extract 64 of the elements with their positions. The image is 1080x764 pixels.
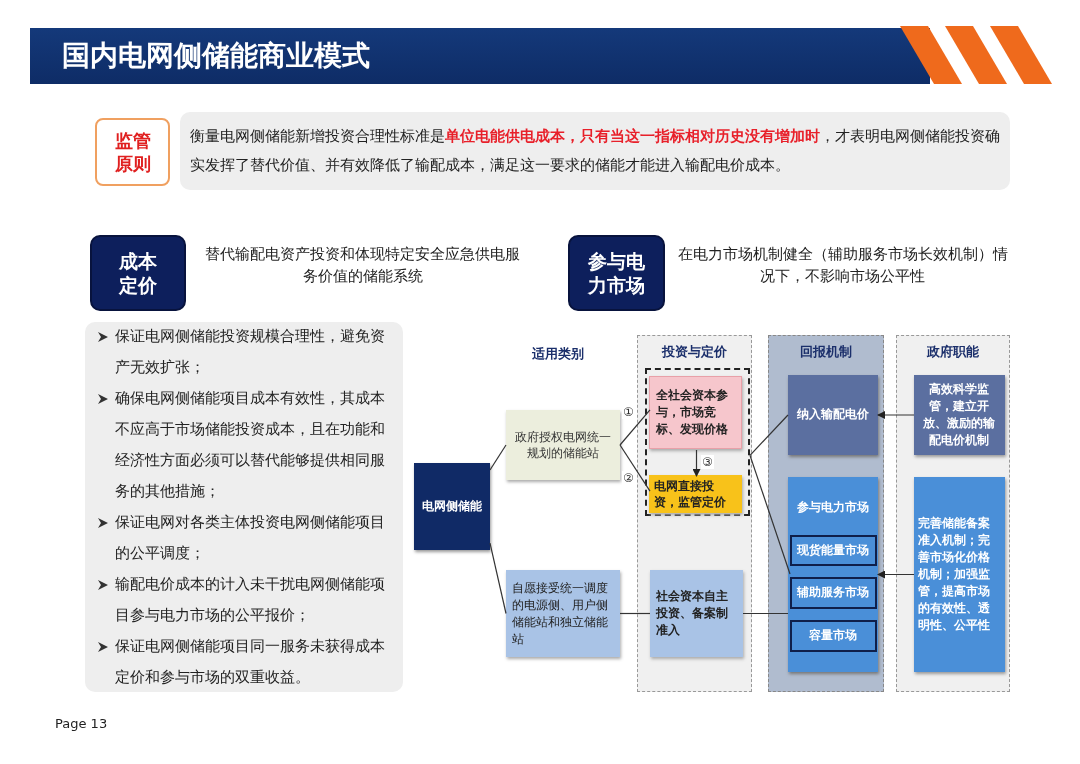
node-text: 完善储能备案准入机制；完善市场化价格机制；加强监管，提高市场的有效性、透明性、公平性 <box>917 514 991 634</box>
node-text: 自愿接受统一调度的电源侧、用户侧储能站和独立储能站 <box>512 579 609 648</box>
edge-label: ① <box>622 405 635 419</box>
node-text: 高效科学监管，建立开放、激励的输配电价机制 <box>922 380 996 449</box>
description-text: 在电力市场机制健全（辅助服务市场长效机制）情况下，不影响市场公平性 <box>676 244 1009 287</box>
process-box <box>414 463 490 550</box>
principle-text: 衡量电网侧储能新增投资合理性标准是单位电能供电成本，只有当这一指标相对历史没有增加时，才表明电网侧储能投资确实发挥了替代价值、并有效降低了输配成本，满足这一要求的储能才能进入输配电价成本。 <box>190 127 1000 175</box>
page-number: Page 13 <box>55 716 108 731</box>
node-text: 纳入输配电价 <box>796 406 869 423</box>
bullet-text: 输配电价成本的计入未干扰电网侧储能项目参与电力市场的公平报价； <box>115 575 386 625</box>
connector-line <box>489 444 507 471</box>
node-text: 参与电力市场 <box>588 249 645 297</box>
process-box <box>649 376 742 449</box>
process-box <box>506 410 620 480</box>
connector-line <box>749 414 789 456</box>
market-box <box>789 619 877 652</box>
column-panel <box>768 335 884 692</box>
node-text: 社会资本自主投资、备案制准入 <box>655 587 729 639</box>
market-box <box>789 534 877 566</box>
connector-line <box>619 612 651 615</box>
edge-label: ③ <box>701 455 714 469</box>
column-heading: 适用类别 <box>531 345 585 363</box>
arrow <box>692 449 701 477</box>
connector-line <box>619 409 651 446</box>
bullet-text: 确保电网侧储能项目成本有效性，其成本不应高于市场储能投资成本，且在功能和经济性方面必须可以替代能够提供相同服务的其他措施； <box>115 389 386 501</box>
connector-line <box>489 542 507 615</box>
process-box <box>787 374 878 455</box>
node-text: 政府授权电网统一规划的储能站 <box>514 429 612 461</box>
column-panel <box>896 335 1010 692</box>
node-text: 全社会资本参与，市场竞标、发现价格 <box>656 387 729 438</box>
arrow <box>877 411 915 419</box>
process-box <box>913 374 1005 455</box>
category-box <box>90 235 186 311</box>
node-text: 电网侧储能 <box>422 498 482 515</box>
arrow <box>877 570 915 579</box>
edge-label: ② <box>622 471 635 485</box>
process-box <box>913 476 1005 672</box>
node-text: 回报机制 <box>800 343 852 361</box>
node-text: 监管原则 <box>113 129 152 175</box>
process-box <box>787 476 878 672</box>
callout-box <box>95 118 170 186</box>
process-box <box>649 475 742 513</box>
process-box <box>506 570 620 657</box>
node-text: 政府职能 <box>927 343 979 361</box>
node-text: 现货能量市场 <box>797 541 869 559</box>
description-text: 替代输配电资产投资和体现特定安全应急供电服务价值的储能系统 <box>204 244 521 287</box>
bullet-text: 保证电网对各类主体投资电网侧储能项目的公平调度； <box>115 513 386 563</box>
bullet-text: 保证电网侧储能项目同一服务未获得成本定价和参与市场的双重收益。 <box>115 637 386 687</box>
category-box <box>568 235 665 311</box>
bullet-text: 保证电网侧储能投资规模合理性，避免资产无效扩张； <box>115 327 386 377</box>
page-title: 国内电网侧储能商业模式 <box>62 38 370 74</box>
connector-line <box>619 444 651 492</box>
connector-line <box>742 612 789 615</box>
market-box <box>789 576 877 609</box>
requirement-panel <box>85 322 403 692</box>
connector-line <box>749 454 791 575</box>
node-text: 电网直接投资，监管定价 <box>654 478 727 510</box>
node-text: 投资与定价 <box>662 343 727 361</box>
column-panel <box>637 335 752 692</box>
node-text: 参与电力市场 <box>796 498 869 516</box>
node-text: 辅助服务市场 <box>797 584 869 601</box>
node-text: 容量市场 <box>809 627 857 644</box>
process-box <box>649 569 743 657</box>
node-text: 成本定价 <box>118 249 158 297</box>
